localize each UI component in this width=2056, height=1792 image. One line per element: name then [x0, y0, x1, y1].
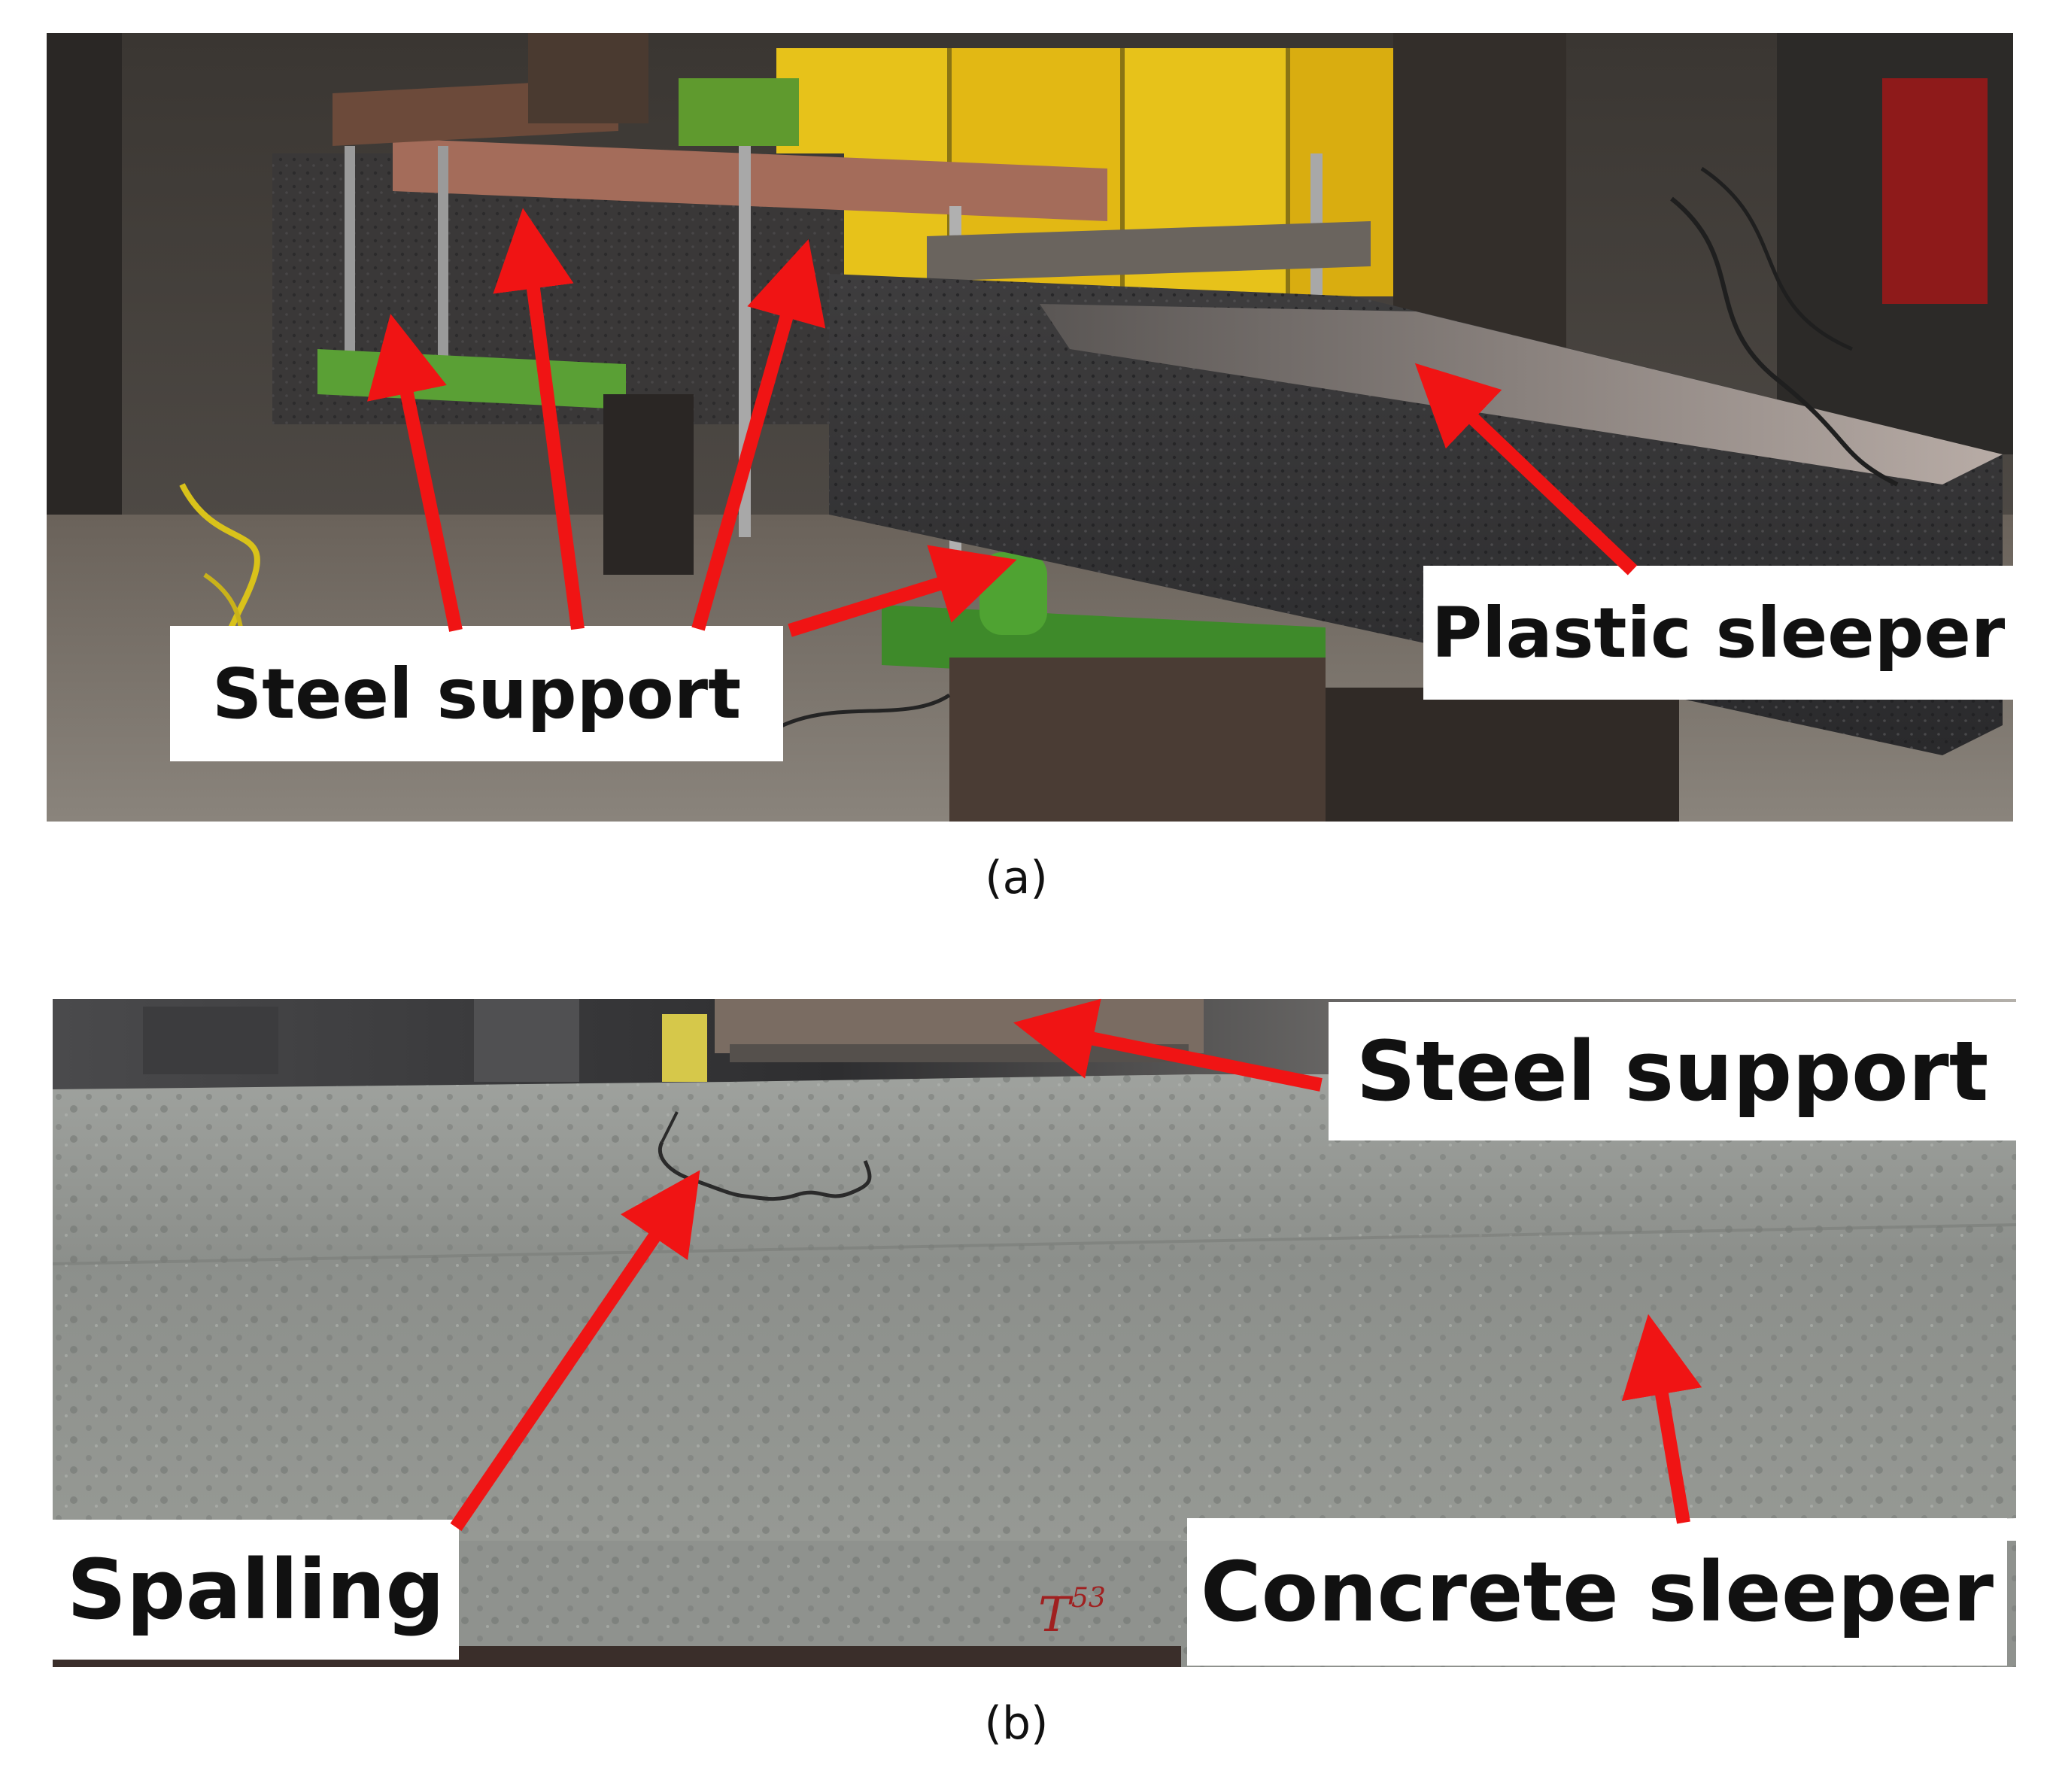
spalling-label: Spalling	[53, 1520, 459, 1660]
steel-support-label-b: Steel support	[1329, 1002, 2016, 1141]
svg-text:53: 53	[1071, 1583, 1106, 1614]
concrete-sleeper-label: Concrete sleeper	[1187, 1518, 2007, 1666]
sleeper-marking: T	[1038, 1587, 1074, 1643]
panel-a-caption: (a)	[985, 852, 1048, 904]
panel-b-caption: (b)	[984, 1697, 1049, 1750]
plastic-sleeper-label: Plastic sleeper	[1423, 566, 2013, 700]
steel-support-label-a: Steel support	[170, 626, 783, 761]
